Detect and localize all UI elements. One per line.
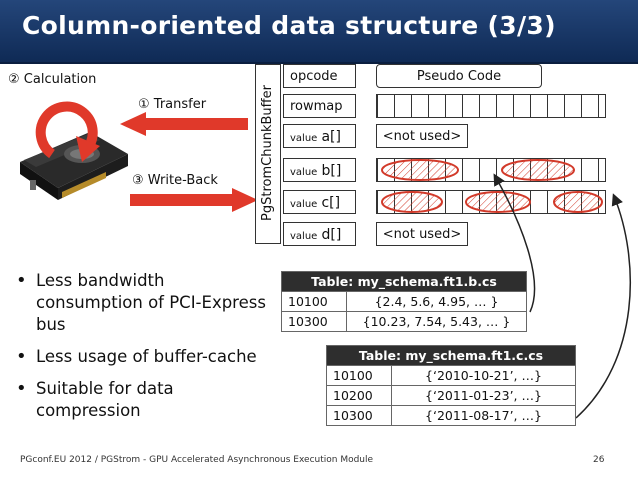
d-not-used-box: <not used> xyxy=(376,222,468,246)
table-row: 10300 {‘2011-08-17’, …} xyxy=(326,405,576,426)
table-cell: {‘2011-01-23’, …} xyxy=(391,385,576,406)
transfer-arrow xyxy=(120,112,248,136)
value-a-row-label: value a[] xyxy=(283,124,356,148)
table-cell: 10100 xyxy=(326,365,392,386)
value-d-row-label: value d[] xyxy=(283,222,356,246)
c-values-grid xyxy=(376,190,606,214)
value-c-row-label: value c[] xyxy=(283,190,356,214)
title-bar: Column-oriented data structure (3/3) xyxy=(0,0,638,64)
page-number: 26 xyxy=(593,455,605,465)
table-cell: 10300 xyxy=(281,311,347,332)
a-not-used-box: <not used> xyxy=(376,124,468,148)
table-cell: {2.4, 5.6, 4.95, … } xyxy=(346,291,527,312)
b-values-grid xyxy=(376,158,606,182)
opcode-row-label: opcode xyxy=(283,64,356,88)
bullet-item: Less usage of buffer-cache xyxy=(12,346,276,368)
bullet-item: Less bandwidth consumption of PCI-Expres… xyxy=(12,270,276,336)
table-b-title: Table: my_schema.ft1.b.cs xyxy=(281,271,527,292)
table-b: Table: my_schema.ft1.b.cs 10100 {2.4, 5.… xyxy=(281,271,527,332)
table-row: 10100 {2.4, 5.6, 4.95, … } xyxy=(281,291,527,312)
footer-text: PGconf.EU 2012 / PGStrom - GPU Accelerat… xyxy=(20,455,374,465)
table-cell: 10100 xyxy=(281,291,347,312)
table-row: 10300 {10.23, 7.54, 5.43, … } xyxy=(281,311,527,332)
rowmap-row-label: rowmap xyxy=(283,94,356,118)
calculation-loop-icon xyxy=(35,101,100,162)
table-c: Table: my_schema.ft1.c.cs 10100 {‘2010-1… xyxy=(326,345,576,426)
value-b-row-label: value b[] xyxy=(283,158,356,182)
gpu-card-icon xyxy=(20,132,128,200)
table-row: 10100 {‘2010-10-21’, …} xyxy=(326,365,576,386)
table-c-title: Table: my_schema.ft1.c.cs xyxy=(326,345,576,366)
rowmap-grid xyxy=(376,94,606,118)
calculation-label: ② Calculation xyxy=(8,72,97,87)
bullet-list: Less bandwidth consumption of PCI-Expres… xyxy=(12,270,276,432)
writeback-arrow xyxy=(130,188,258,212)
c-connector-arrow xyxy=(575,193,632,419)
chunk-buffer-frame: PgStromChunkBuffer xyxy=(255,64,281,244)
gpu-card-illustration xyxy=(20,101,128,200)
writeback-label: ③ Write-Back xyxy=(132,173,218,188)
table-cell: {‘2010-10-21’, …} xyxy=(391,365,576,386)
chunk-buffer-label: PgStromChunkBuffer xyxy=(260,85,275,221)
table-cell: {‘2011-08-17’, …} xyxy=(391,405,576,426)
table-row: 10200 {‘2011-01-23’, …} xyxy=(326,385,576,406)
bullet-item: Suitable for data compression xyxy=(12,378,206,422)
slide-title: Column-oriented data structure (3/3) xyxy=(22,11,556,40)
transfer-label: ① Transfer xyxy=(138,97,207,112)
table-cell: 10200 xyxy=(326,385,392,406)
pseudo-code-box: Pseudo Code xyxy=(376,64,542,88)
table-cell: 10300 xyxy=(326,405,392,426)
table-cell: {10.23, 7.54, 5.43, … } xyxy=(346,311,527,332)
